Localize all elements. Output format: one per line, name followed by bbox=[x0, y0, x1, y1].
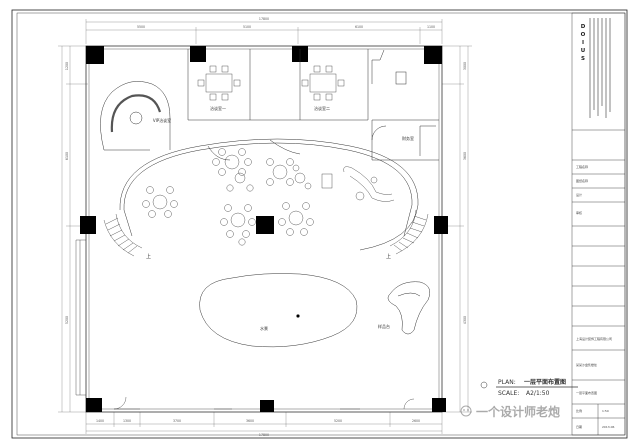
right-spiral-stair bbox=[389, 209, 429, 255]
column bbox=[86, 46, 104, 64]
top-segment-dimension: 6100 bbox=[355, 25, 363, 29]
scale-prefix: SCALE: bbox=[498, 390, 519, 397]
title-marker-circle bbox=[480, 381, 488, 389]
sheet-name: 一层平面布置图 bbox=[576, 390, 597, 395]
round-table-groups bbox=[142, 148, 314, 246]
logo-letter: O bbox=[581, 32, 586, 38]
right-dimension-lines bbox=[442, 45, 472, 413]
logo-letter: D bbox=[581, 24, 586, 30]
company-name: 上海设计装饰工程有限公司 bbox=[576, 336, 612, 341]
company-info-text-lines bbox=[589, 18, 611, 118]
display-area-label: 样品台 bbox=[378, 323, 390, 329]
bottom-segment-dimension: 5200 bbox=[334, 419, 342, 423]
title-field-label: 设计 bbox=[576, 192, 582, 197]
date-cell: 2013.06 bbox=[602, 425, 614, 429]
bottom-segment-dimension: 1300 bbox=[123, 419, 131, 423]
watermark-text: 一个设计师老炮 bbox=[476, 404, 560, 419]
meeting-room-one-furniture bbox=[197, 65, 241, 101]
structural-columns bbox=[80, 46, 448, 412]
title-field-label: 工程名称 bbox=[576, 164, 588, 169]
title-field-label: 比例 bbox=[576, 408, 582, 413]
title-block bbox=[571, 12, 626, 436]
drawing-title-text: 一层平面布置图 bbox=[524, 378, 566, 386]
column bbox=[434, 216, 448, 234]
right-segment-dimension: 3000 bbox=[463, 62, 467, 70]
top-segment-dimension: 5500 bbox=[137, 25, 145, 29]
sheet-outer-border bbox=[11, 9, 628, 439]
office-room bbox=[371, 49, 439, 161]
top-dimension-lines bbox=[85, 19, 443, 44]
lounge-sofa bbox=[321, 166, 395, 202]
column bbox=[190, 46, 206, 62]
meeting-room-two-label: 洽谈室二 bbox=[314, 105, 330, 111]
left-segment-dimension: 5200 bbox=[65, 316, 69, 324]
vip-room-label: VIP洽谈室 bbox=[153, 117, 171, 123]
mezzanine-oval bbox=[119, 138, 419, 251]
meeting-room-one-label: 洽谈室一 bbox=[210, 105, 226, 111]
water-feature-label: 水景 bbox=[260, 325, 268, 331]
column bbox=[424, 46, 442, 64]
watermark: 一个设计师老炮 bbox=[460, 404, 560, 419]
title-field-label: 图纸名称 bbox=[576, 178, 588, 183]
logo-letter: I bbox=[582, 40, 584, 46]
vip-room bbox=[100, 81, 171, 151]
left-stair-up-label: 上 bbox=[146, 253, 151, 260]
left-curtain-wall bbox=[75, 239, 86, 396]
top-total-dimension: 17800 bbox=[259, 17, 269, 21]
scale-cell: 1:50 bbox=[602, 409, 609, 413]
right-segment-dimension: 3600 bbox=[463, 152, 467, 160]
bottom-segment-dimension: 3700 bbox=[173, 419, 181, 423]
water-feature bbox=[199, 273, 358, 348]
left-spiral-stair bbox=[103, 213, 143, 257]
sheet-inner-border bbox=[16, 12, 626, 436]
left-segment-dimension: 1200 bbox=[65, 62, 69, 70]
entrance-doors bbox=[113, 396, 415, 410]
bottom-segment-dimension: 1400 bbox=[96, 419, 104, 423]
bottom-dimension-lines bbox=[85, 412, 443, 434]
company-logo: D O I U S bbox=[581, 24, 586, 62]
column bbox=[86, 398, 102, 412]
drawing-title: PLAN: 一层平面布置图 SCALE: A2/1:50 bbox=[480, 378, 578, 397]
logo-letter: S bbox=[581, 56, 585, 62]
display-sculpture bbox=[387, 281, 430, 335]
bottom-total-dimension: 17800 bbox=[259, 433, 269, 437]
project-name: 某某沙盘售楼处 bbox=[576, 362, 597, 367]
plan-prefix: PLAN: bbox=[498, 379, 516, 386]
top-segment-dimension: 5100 bbox=[243, 25, 251, 29]
column bbox=[80, 216, 96, 234]
scale-value: A2/1:50 bbox=[526, 390, 550, 397]
wechat-icon bbox=[460, 405, 472, 417]
title-field-label: 审核 bbox=[576, 210, 582, 215]
title-field-label: 日期 bbox=[576, 424, 582, 429]
column bbox=[256, 216, 274, 234]
office-label: 财务室 bbox=[402, 135, 414, 141]
right-stair-up-label: 上 bbox=[386, 253, 391, 260]
logo-letter: U bbox=[581, 48, 585, 54]
meeting-room-partitions bbox=[187, 49, 369, 121]
top-segment-dimension: 1100 bbox=[427, 25, 435, 29]
column bbox=[432, 398, 446, 412]
right-segment-dimension: 4300 bbox=[463, 316, 467, 324]
left-segment-dimension: 6100 bbox=[65, 152, 69, 160]
meeting-room-two-furniture bbox=[301, 65, 345, 101]
column bbox=[260, 400, 274, 412]
bottom-segment-dimension: 3600 bbox=[246, 419, 254, 423]
bottom-segment-dimension: 2600 bbox=[412, 419, 420, 423]
